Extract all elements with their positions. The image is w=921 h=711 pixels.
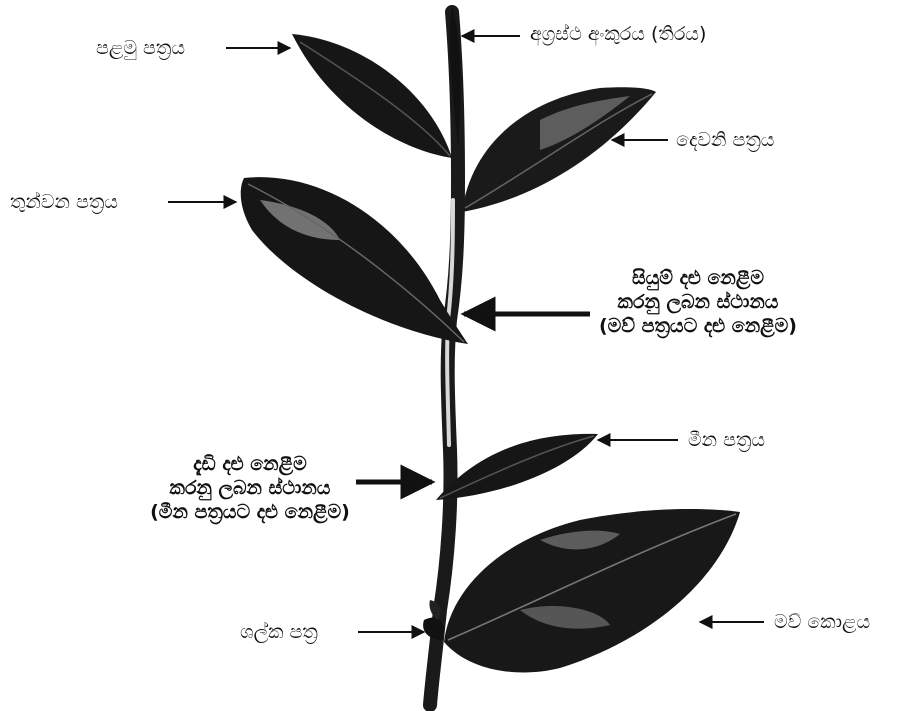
- label-coarse-plucking: දැඩි දළු නෙළීම කරනු ලබන ස්ථානය (මීන පත්‍…: [130, 452, 370, 524]
- fish-leaf: [436, 434, 598, 500]
- label-fine-plucking-line-2: කරනු ලබන ස්ථානය: [578, 290, 818, 314]
- label-fine-plucking-line-3: (මව් පත්‍රයට දළු නෙළීම): [578, 314, 818, 338]
- label-third-leaf: තුන්වන පත්‍රය: [10, 190, 118, 214]
- label-fine-plucking: සියුම් දළු නෙළීම කරනු ලබන ස්ථානය (මව් පත…: [578, 266, 818, 338]
- label-apical-bud: අග්‍රස්ථ අංකුරය (තිරය): [530, 22, 706, 46]
- label-coarse-plucking-line-2: කරනු ලබන ස්ථානය: [130, 476, 370, 500]
- label-mother-leaf: මව් කොළය: [774, 610, 870, 634]
- label-first-leaf: පළමු පත්‍රය: [96, 36, 185, 60]
- scale-leaf: [423, 617, 444, 640]
- main-stem: [430, 12, 458, 705]
- third-leaf: [241, 177, 468, 344]
- label-fine-plucking-line-1: සියුම් දළු නෙළීම: [578, 266, 818, 290]
- label-coarse-plucking-line-1: දැඩි දළු නෙළීම: [130, 452, 370, 476]
- label-fish-leaf: මීන පත්‍රය: [688, 428, 765, 452]
- label-coarse-plucking-line-3: (මීන පත්‍රයට දළු නෙළීම): [130, 500, 370, 524]
- label-second-leaf: දෙවනි පත්‍රය: [676, 128, 774, 152]
- label-scale-leaf: ශල්ක පත්‍ර: [240, 620, 318, 644]
